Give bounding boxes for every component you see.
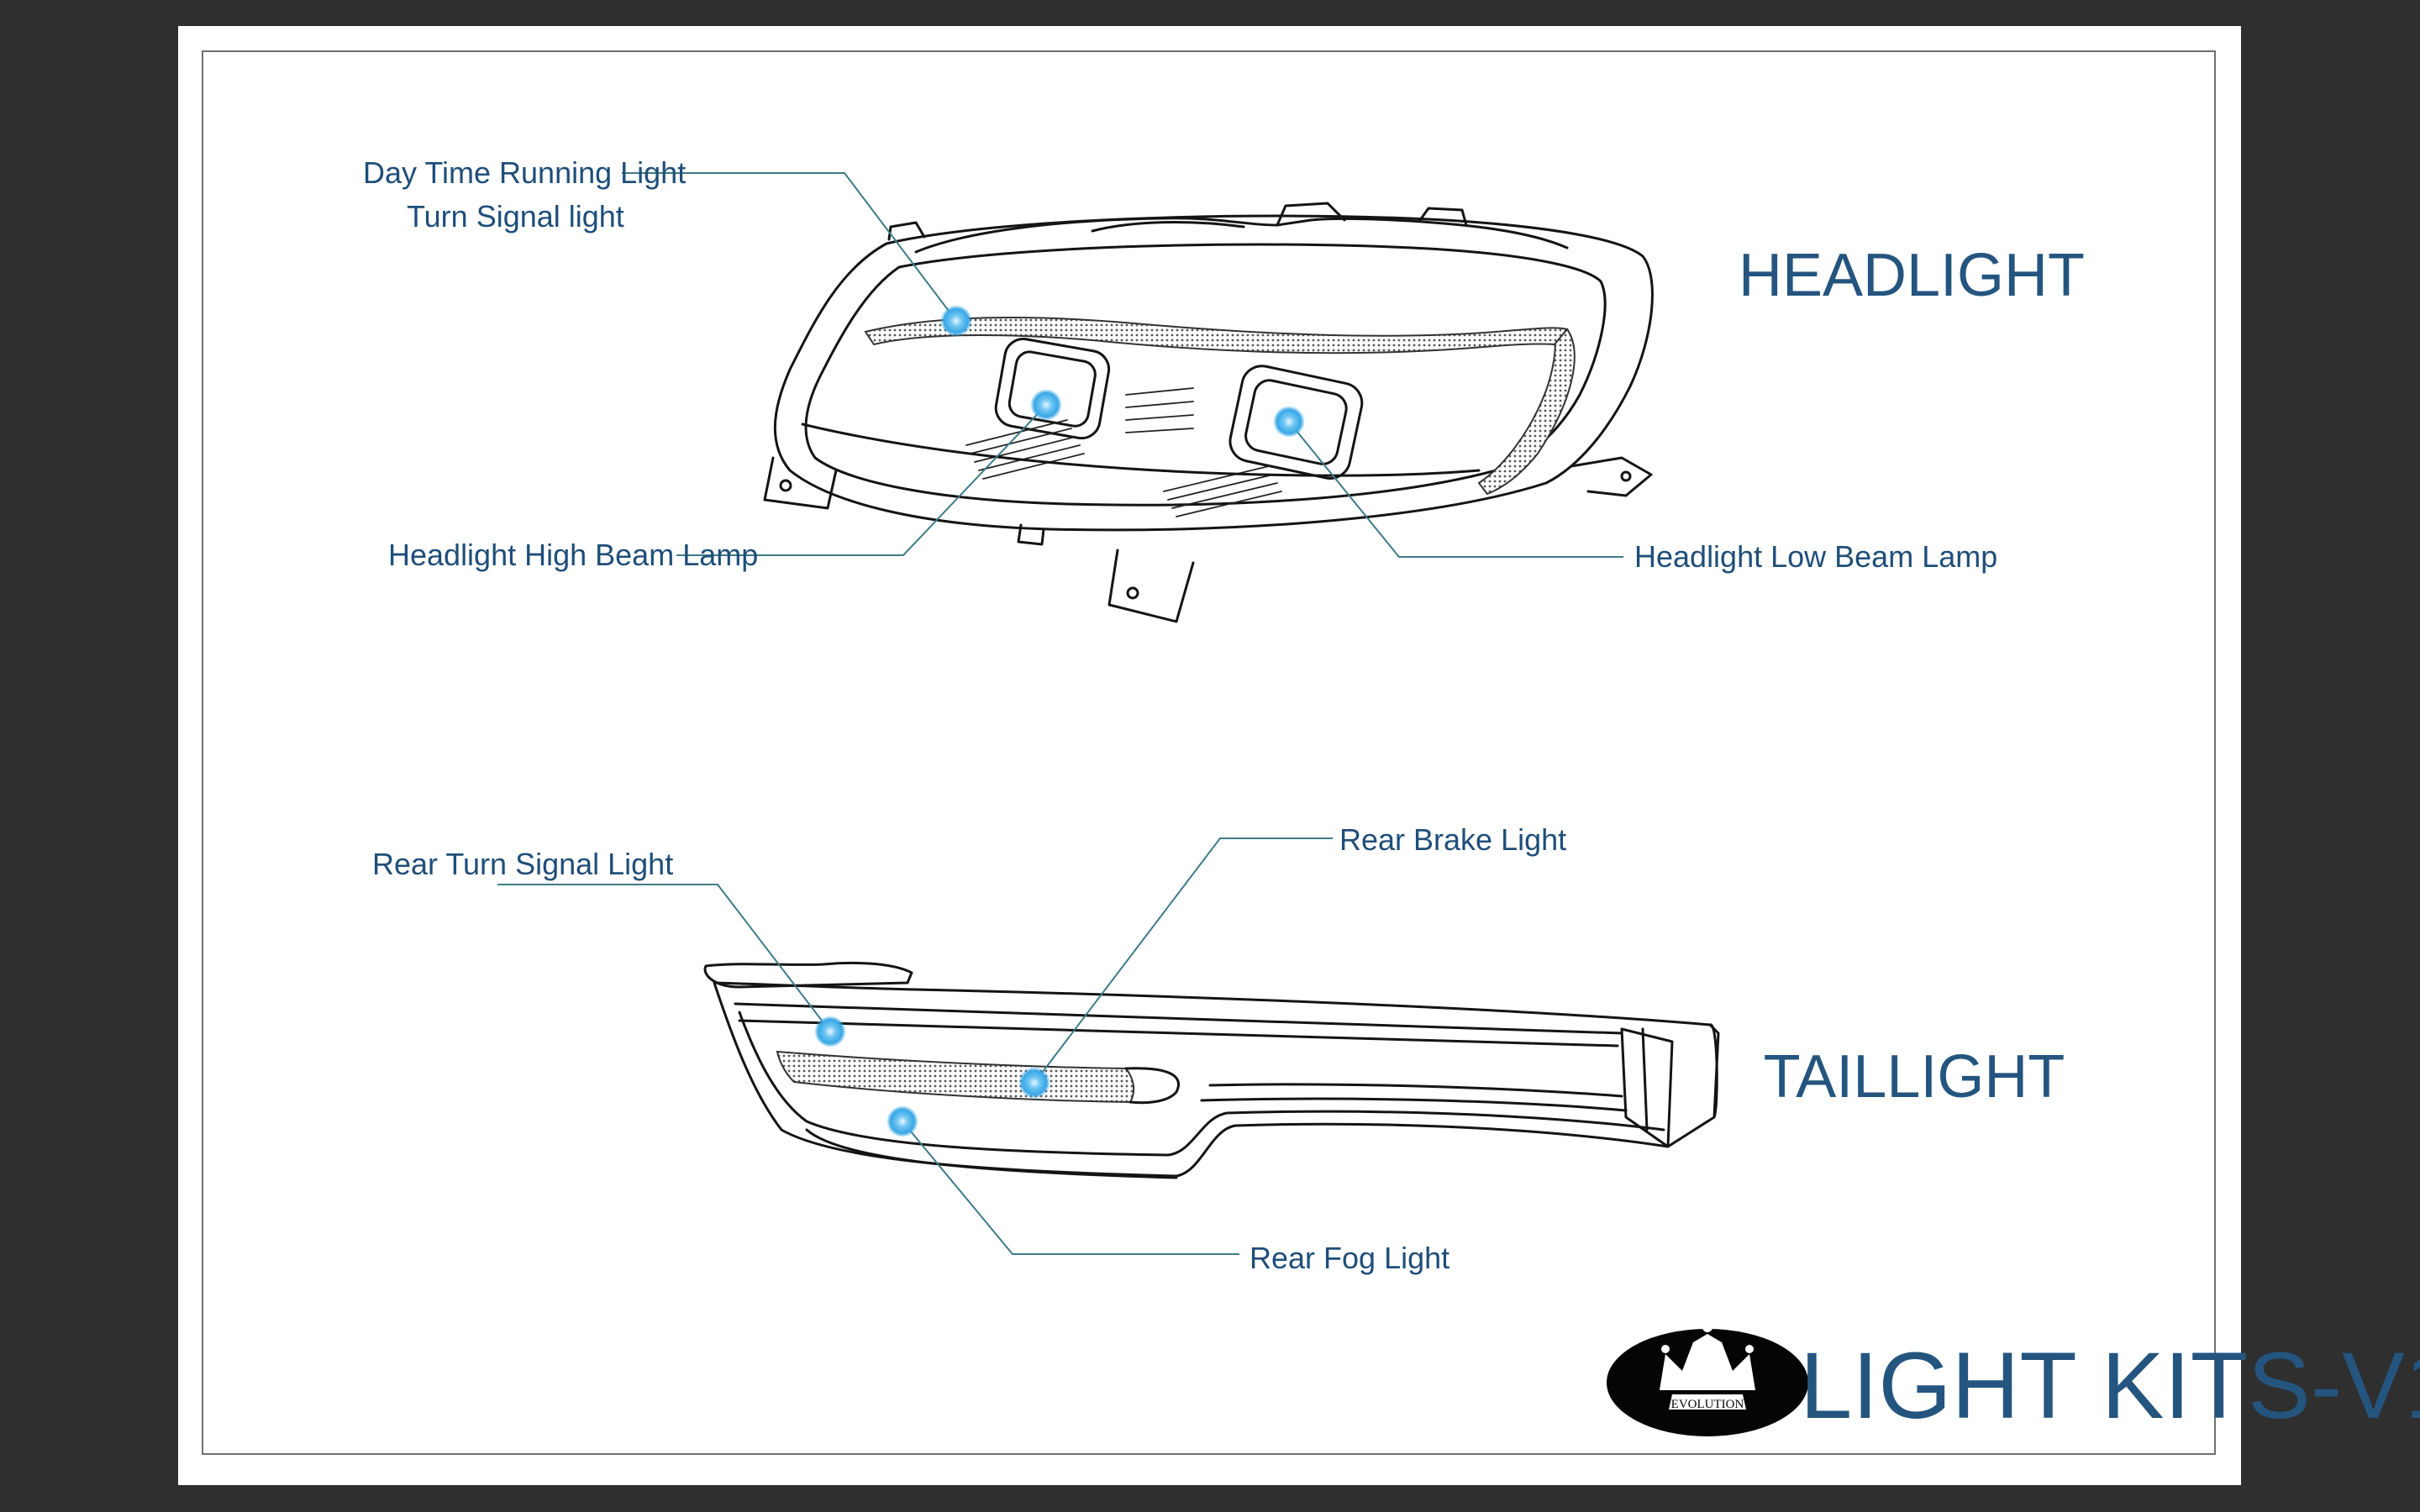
rear-brake-label: Rear Brake Light [1339,822,1566,857]
headlight-heading: HEADLIGHT [1739,242,2085,309]
rear-turn-marker-dot [814,1016,846,1047]
brand-logo: EVOLUTION [1607,1322,1808,1436]
rear-turn-signal-label: Rear Turn Signal Light [372,847,673,881]
marker-dots [814,305,1305,1137]
rear-fog-label: Rear Fog Light [1249,1241,1449,1275]
crown-icon [1660,1322,1755,1390]
high-beam-label: Headlight High Beam Lamp [388,538,758,572]
logo-text: EVOLUTION [1671,1398,1744,1411]
leader-lines [497,172,1623,1255]
turn-signal-label: Turn Signal light [407,199,624,234]
headlight-assembly [763,202,1654,623]
callout-labels: Day Time Running Light Turn Signal light… [363,155,1997,1275]
drawing-sheet [178,26,2241,1485]
taillight-assembly [703,961,1720,1179]
drl-label: Day Time Running Light [363,155,686,190]
drl-marker-dot [940,305,972,337]
low-beam-marker-dot [1273,406,1305,438]
drawing-frame [202,50,2216,1455]
rear-brake-marker-dot [1018,1067,1050,1099]
taillight-heading: TAILLIGHT [1764,1043,2065,1110]
rear-fog-marker-dot [886,1105,918,1137]
high-beam-marker-dot [1030,389,1062,421]
product-title: LIGHT KITS-V1.0 [1800,1333,2420,1438]
low-beam-label: Headlight Low Beam Lamp [1634,539,1997,574]
brake-led-strip [776,1050,1135,1104]
projector-fins [965,387,1282,517]
